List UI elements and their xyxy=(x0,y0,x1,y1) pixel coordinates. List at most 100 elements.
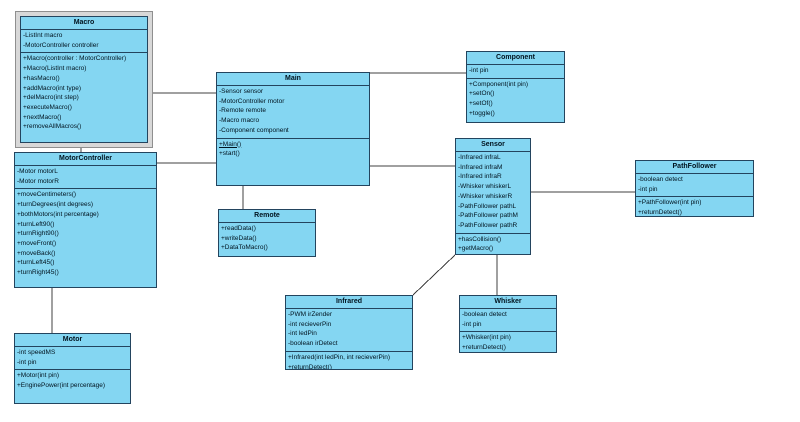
class-method: +turnLeft45() xyxy=(17,259,55,267)
class-method: +turnDegrees(int degrees) xyxy=(17,201,94,209)
methods-compartment-remote: +readData() +writeData() +DataToMacro() xyxy=(219,222,315,255)
class-box-motorcontroller[interactable]: MotorController-Motor motorL-Motor motor… xyxy=(14,152,157,288)
class-method: +returnDetect() xyxy=(288,363,332,370)
class-attribute: -PWM irZender xyxy=(288,311,333,318)
class-attribute: -boolean detect xyxy=(462,311,507,318)
class-attribute: -Remote remote xyxy=(219,107,266,115)
class-attribute: -int recieverPin xyxy=(288,320,332,328)
attributes-compartment-motor: -int speedMS -int pin xyxy=(15,346,130,369)
attributes-compartment-pathfollower: -boolean detect -int pin xyxy=(636,173,753,196)
class-method: +delMacro(int step) xyxy=(23,94,79,102)
methods-compartment-motor: +Motor(int pin) +EnginePower(int percenta… xyxy=(15,369,130,392)
class-name-component: Component xyxy=(496,54,535,61)
class-attribute: -PathFollower pathM xyxy=(458,212,518,220)
class-method: +moveBack() xyxy=(17,249,56,257)
class-method: +executeMacro() xyxy=(23,103,72,111)
class-method: +removeAllMacros() xyxy=(23,123,82,131)
class-box-main[interactable]: Main -Sensor sensor -MotorController motor… xyxy=(216,72,370,186)
methods-compartment-motorcontroller: +moveCentimeters() +turnDegrees(int degre… xyxy=(15,188,156,279)
class-attribute: -int pin xyxy=(638,185,658,193)
class-method: +writeData() xyxy=(221,234,257,242)
class-attribute: -MotorController controller xyxy=(23,41,99,49)
class-attribute: -PathFollower pathL xyxy=(458,202,517,210)
class-attribute: -Infrared infraM xyxy=(458,163,503,171)
class-attribute: -ListInt macro xyxy=(23,32,63,39)
methods-compartment-whisker: +Whisker(int pin) +returnDetect() xyxy=(460,331,556,352)
class-method: +toggle() xyxy=(469,109,495,117)
methods-compartment-component: +Component(int pin) +setOn() +setOf()+togg… xyxy=(467,77,564,121)
class-attribute: -boolean detect xyxy=(638,176,683,183)
class-attribute: -Sensor sensor xyxy=(219,88,264,95)
class-name-pathfollower: PathFollower xyxy=(672,163,717,170)
class-method: +Main() xyxy=(219,140,242,148)
class-box-component[interactable]: Component -int pin +Component(int pin) +set… xyxy=(466,51,565,123)
class-name-infrared: Infrared xyxy=(335,298,363,305)
attributes-compartment-component: -int pin xyxy=(467,64,564,78)
class-method: +start() xyxy=(219,150,240,158)
class-name-macro: Macro xyxy=(73,19,95,26)
class-box-pathfollower[interactable]: PathFollower -boolean detect -int pin +Path… xyxy=(635,160,754,217)
class-attribute: -int ledPin xyxy=(288,330,317,338)
class-method: +moveFront() xyxy=(17,239,57,247)
class-method: +EnginePower(int percentage) xyxy=(17,382,105,390)
attributes-compartment-whisker: -boolean detect -int pin xyxy=(460,308,556,331)
class-method: +nextMacro() xyxy=(23,113,62,121)
class-method: +returnDetect() xyxy=(462,344,506,352)
class-method: +hasMacro() xyxy=(23,74,60,82)
attributes-compartment-macro: -ListInt macro -MotorController controlle… xyxy=(21,29,147,52)
class-method: +setOf() xyxy=(469,100,493,108)
class-method: +bothMotors(int percentage) xyxy=(17,210,99,218)
class-box-sensor[interactable]: Sensor-Infrared infraL-Infrared infraM-I… xyxy=(455,138,531,255)
class-method: +turnRight45() xyxy=(17,269,59,277)
class-attribute: -Infrared infraL xyxy=(458,154,501,161)
class-method: +Infrared(int ledPin, int recieverPin) xyxy=(288,353,391,361)
class-method: +Macro(controller : MotorController) xyxy=(23,55,127,63)
class-box-infrared[interactable]: Infrared-PWM irZender -int recieverPin -in… xyxy=(285,295,413,370)
methods-compartment-pathfollower: +PathFollower(int pin)+returnDetect() xyxy=(636,196,753,217)
class-method: +turnLeft90() xyxy=(17,220,55,228)
class-attribute: -boolean irDetect xyxy=(288,340,338,348)
methods-compartment-sensor: +hasCollision() +getMacro() xyxy=(456,232,530,254)
class-method: +Motor(int pin) xyxy=(17,372,60,380)
class-name-motorcontroller: MotorController xyxy=(59,155,112,162)
attributes-compartment-infrared: -PWM irZender -int recieverPin -int ledPin… xyxy=(286,308,412,351)
methods-compartment-macro: +Macro(controller : MotorController)+Mac… xyxy=(21,52,147,134)
attributes-compartment-motorcontroller: -Motor motorL -Motor motorR xyxy=(15,165,156,188)
class-box-whisker[interactable]: Whisker -boolean detect -int pin +Whisker(i… xyxy=(459,295,557,353)
class-method: +setOn() xyxy=(469,90,495,98)
attributes-compartment-sensor: -Infrared infraL -Infrared infraM -Infrare… xyxy=(456,151,530,233)
class-method: +turnRight90() xyxy=(17,230,59,238)
class-name-remote: Remote xyxy=(254,212,280,219)
class-attribute: -PathFollower pathR xyxy=(458,221,518,229)
connector-sensor-infrared xyxy=(412,254,456,296)
class-method: +addMacro(int type) xyxy=(23,84,81,92)
class-attribute: -MotorController motor xyxy=(219,97,285,105)
class-method: +getMacro() xyxy=(458,245,494,253)
class-name-main: Main xyxy=(285,75,301,82)
class-name-motor: Motor xyxy=(62,336,83,343)
class-attribute: -Infrared infraR xyxy=(458,173,502,181)
attributes-compartment-main: -Sensor sensor -MotorController motor -Rem… xyxy=(217,85,369,138)
class-attribute: -Whisker whiskerL xyxy=(458,183,512,191)
class-name-sensor: Sensor xyxy=(481,141,505,148)
class-method: +Component(int pin) xyxy=(469,80,529,88)
class-method: +Whisker(int pin) xyxy=(462,334,511,342)
class-box-remote[interactable]: Remote +readData() +writeData() +DataToMacr… xyxy=(218,209,316,257)
class-method: +returnDetect() xyxy=(638,209,682,217)
class-attribute: -int pin xyxy=(469,67,489,74)
class-attribute: -Motor motorL xyxy=(17,168,58,175)
class-attribute: -int speedMS xyxy=(17,349,56,356)
class-attribute: -int pin xyxy=(17,358,37,366)
class-method: +hasCollision() xyxy=(458,235,502,243)
class-attribute: -int pin xyxy=(462,320,482,328)
class-attribute: -Motor motorR xyxy=(17,177,59,185)
class-name-whisker: Whisker xyxy=(494,298,522,305)
class-attribute: -Whisker whiskerR xyxy=(458,192,513,200)
class-method: +readData() xyxy=(221,225,256,232)
class-box-motor[interactable]: Motor -int speedMS -int pin +Motor(int pin)… xyxy=(14,333,131,404)
class-method: +moveCentimeters() xyxy=(17,191,77,199)
class-box-macro[interactable]: Macro -ListInt macro -MotorController cont… xyxy=(20,16,148,143)
class-method: +DataToMacro() xyxy=(221,244,268,252)
